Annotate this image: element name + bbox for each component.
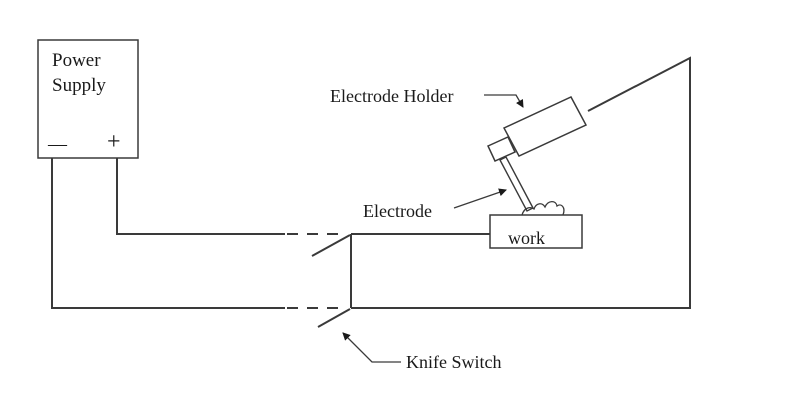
power-supply-label-line1: Power xyxy=(52,50,101,71)
electrode-holder-tip xyxy=(486,136,517,162)
electrode-callout-arrow xyxy=(453,188,507,209)
electrode-rod xyxy=(499,156,534,212)
knife-switch-lower-blade xyxy=(317,308,351,328)
knife-switch xyxy=(311,234,352,328)
electrode-label: Electrode xyxy=(363,201,432,221)
knife-switch-callout-arrow xyxy=(342,332,401,363)
positive-wire-left xyxy=(116,158,285,235)
power-supply-box xyxy=(37,39,139,159)
knife-switch-upper-blade xyxy=(311,234,351,257)
power-supply: Power Supply — + xyxy=(37,39,139,159)
positive-lead xyxy=(116,158,490,235)
work-piece: work xyxy=(489,200,583,249)
knife-switch-label: Knife Switch xyxy=(406,352,501,372)
positive-terminal-symbol: + xyxy=(107,129,121,155)
negative-wire-left xyxy=(51,158,285,309)
work-block xyxy=(489,214,583,249)
electrode-holder-label: Electrode Holder xyxy=(330,86,453,106)
negative-terminal-symbol: — xyxy=(47,134,68,155)
weld-arc-bead xyxy=(521,200,565,216)
work-label: work xyxy=(508,228,545,248)
electrode-holder-callout-arrow xyxy=(484,94,524,108)
electrode xyxy=(499,156,534,212)
electrode-holder-body xyxy=(502,96,588,157)
negative-wire-to-holder xyxy=(351,56,691,309)
electrode-holder xyxy=(486,96,588,162)
negative-lead xyxy=(51,56,691,309)
power-supply-label-line2: Supply xyxy=(52,75,106,96)
